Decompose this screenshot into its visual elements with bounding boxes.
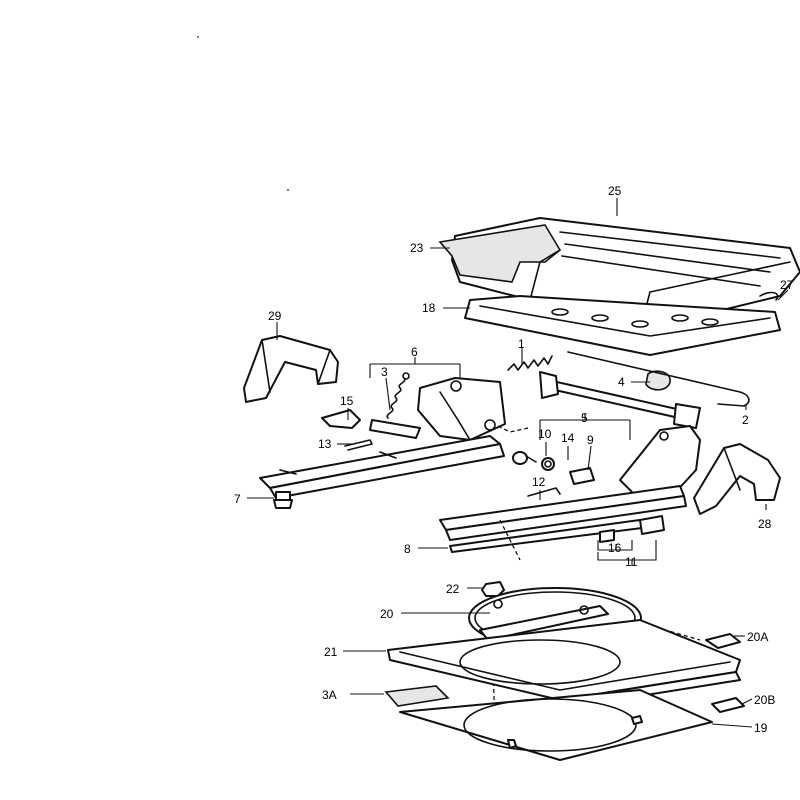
callout-14: 14	[561, 431, 575, 445]
callout-9: 9	[587, 433, 594, 447]
callout-15: 15	[340, 394, 354, 408]
callout-16: 16	[608, 541, 622, 555]
height-adjust-mechanism	[369, 377, 506, 441]
callout-11: 11	[625, 555, 638, 569]
bushing-20a	[705, 633, 741, 649]
seat-pan	[464, 295, 781, 356]
torsion-shaft	[539, 370, 701, 429]
screw	[273, 491, 293, 509]
callout-13: 13	[318, 437, 332, 451]
callout-5: 5	[581, 411, 588, 425]
callout-19: 19	[754, 721, 768, 735]
callout-6: 6	[411, 345, 418, 359]
leader-lines	[247, 198, 789, 728]
print-mark	[197, 36, 199, 38]
callout-23: 23	[410, 241, 424, 255]
callout-21: 21	[324, 645, 338, 659]
callout-4: 4	[618, 375, 625, 389]
assembly-line	[497, 425, 529, 433]
callout-20a: 20A	[747, 630, 768, 644]
callout-22: 22	[446, 582, 460, 596]
callout-1: 1	[518, 337, 525, 351]
callout-10: 10	[538, 427, 552, 441]
callout-27: 27	[780, 278, 794, 292]
callout-18: 18	[422, 301, 436, 315]
print-mark	[287, 189, 289, 191]
pin-12	[527, 487, 561, 497]
base-plate	[399, 689, 713, 761]
left-slide-rail	[259, 435, 505, 499]
callout-29: 29	[268, 309, 282, 323]
spring	[386, 372, 410, 419]
spring-clip	[344, 439, 373, 451]
ratchet	[507, 355, 553, 371]
callout-28: 28	[758, 517, 772, 531]
pad	[384, 685, 450, 707]
callout-12: 12	[532, 475, 546, 489]
callout-20: 20	[380, 607, 394, 621]
callout-20b: 20B	[754, 693, 775, 707]
clip	[759, 291, 779, 301]
callout-3a: 3A	[322, 688, 337, 702]
callout-3: 3	[381, 365, 388, 379]
bushing-20b	[711, 697, 745, 713]
pins	[599, 515, 665, 543]
callout-7: 7	[234, 492, 241, 506]
callout-25: 25	[608, 184, 622, 198]
right-slide-rail	[439, 485, 687, 553]
bracket-9	[569, 467, 595, 485]
lever	[321, 409, 361, 429]
callout-8: 8	[404, 542, 411, 556]
bolt-10	[512, 451, 537, 465]
callout-labels: 25 23 27 18 29 6 1 3 4 15 2 5 10 14 9 13…	[234, 184, 794, 735]
callout-2: 2	[742, 413, 749, 427]
left-cover	[243, 335, 339, 403]
right-cover	[693, 443, 781, 515]
assembly-line	[499, 519, 521, 561]
rod	[567, 351, 750, 407]
washer-14	[541, 457, 555, 471]
